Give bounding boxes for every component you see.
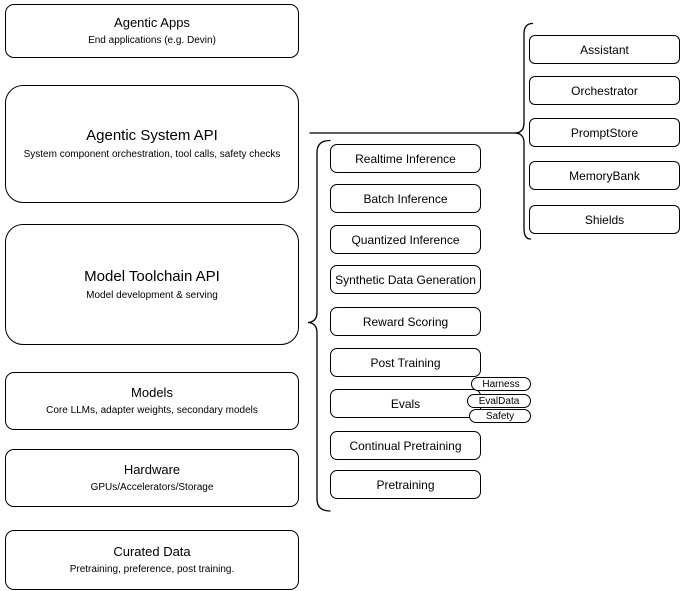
node-label: Batch Inference <box>363 191 448 206</box>
components-group-brace <box>514 22 534 240</box>
tag-harness: Harness <box>471 377 531 391</box>
node-title: Agentic System API <box>86 127 218 144</box>
node-reward-scoring: Reward Scoring <box>330 307 481 336</box>
node-realtime-inference: Realtime Inference <box>330 144 481 173</box>
node-subtitle: Pretraining, preference, post training. <box>69 564 235 575</box>
node-label: Shields <box>584 212 625 227</box>
node-title: Agentic Apps <box>114 15 190 30</box>
node-memorybank: MemoryBank <box>529 161 680 190</box>
tag-label: EvalData <box>478 395 520 407</box>
toolchain-group-brace <box>307 139 331 512</box>
node-label: Evals <box>390 396 421 411</box>
node-batch-inference: Batch Inference <box>330 184 481 213</box>
node-title: Curated Data <box>113 544 191 559</box>
node-title: Model Toolchain API <box>84 267 220 285</box>
node-label: MemoryBank <box>569 168 640 183</box>
node-label: Realtime Inference <box>355 151 456 166</box>
node-title: Models <box>131 385 173 400</box>
node-subtitle: Core LLMs, adapter weights, secondary mo… <box>46 405 258 416</box>
node-label: Reward Scoring <box>362 314 449 329</box>
node-post-training: Post Training <box>330 348 481 377</box>
node-subtitle: GPUs/Accelerators/Storage <box>90 482 214 493</box>
node-continual-pretraining: Continual Pretraining <box>330 431 481 460</box>
node-synthetic-data-generation: Synthetic Data Generation <box>330 265 481 294</box>
node-orchestrator: Orchestrator <box>529 76 680 105</box>
node-label: Synthetic Data Generation <box>335 272 476 287</box>
node-promptstore: PromptStore <box>529 118 680 147</box>
tag-label: Harness <box>482 378 520 390</box>
node-label: Assistant <box>580 42 629 57</box>
node-curated-data: Curated Data Pretraining, preference, po… <box>5 530 299 590</box>
node-quantized-inference: Quantized Inference <box>330 225 481 254</box>
node-shields: Shields <box>529 205 680 234</box>
node-label: Orchestrator <box>571 83 638 98</box>
tag-label: Safety <box>485 410 515 422</box>
tag-evaldata: EvalData <box>467 394 531 408</box>
node-hardware: Hardware GPUs/Accelerators/Storage <box>5 449 299 507</box>
tag-safety: Safety <box>469 409 531 423</box>
node-subtitle: System component orchestration, tool cal… <box>23 149 281 160</box>
node-agentic-apps: Agentic Apps End applications (e.g. Devi… <box>5 4 299 58</box>
node-label: Continual Pretraining <box>349 438 462 453</box>
node-pretraining: Pretraining <box>330 470 481 499</box>
node-label: Post Training <box>370 355 441 370</box>
node-label: Pretraining <box>376 477 435 492</box>
node-evals: Evals <box>330 389 481 418</box>
node-models: Models Core LLMs, adapter weights, secon… <box>5 372 299 430</box>
node-label: Quantized Inference <box>351 232 460 247</box>
node-subtitle: End applications (e.g. Devin) <box>88 35 216 46</box>
node-label: PromptStore <box>570 125 639 140</box>
node-model-toolchain-api: Model Toolchain API Model development & … <box>5 224 299 345</box>
node-title: Hardware <box>123 462 181 477</box>
node-subtitle: Model development & serving <box>86 289 218 301</box>
node-assistant: Assistant <box>529 35 680 64</box>
node-agentic-system-api: Agentic System API System component orch… <box>5 85 299 203</box>
